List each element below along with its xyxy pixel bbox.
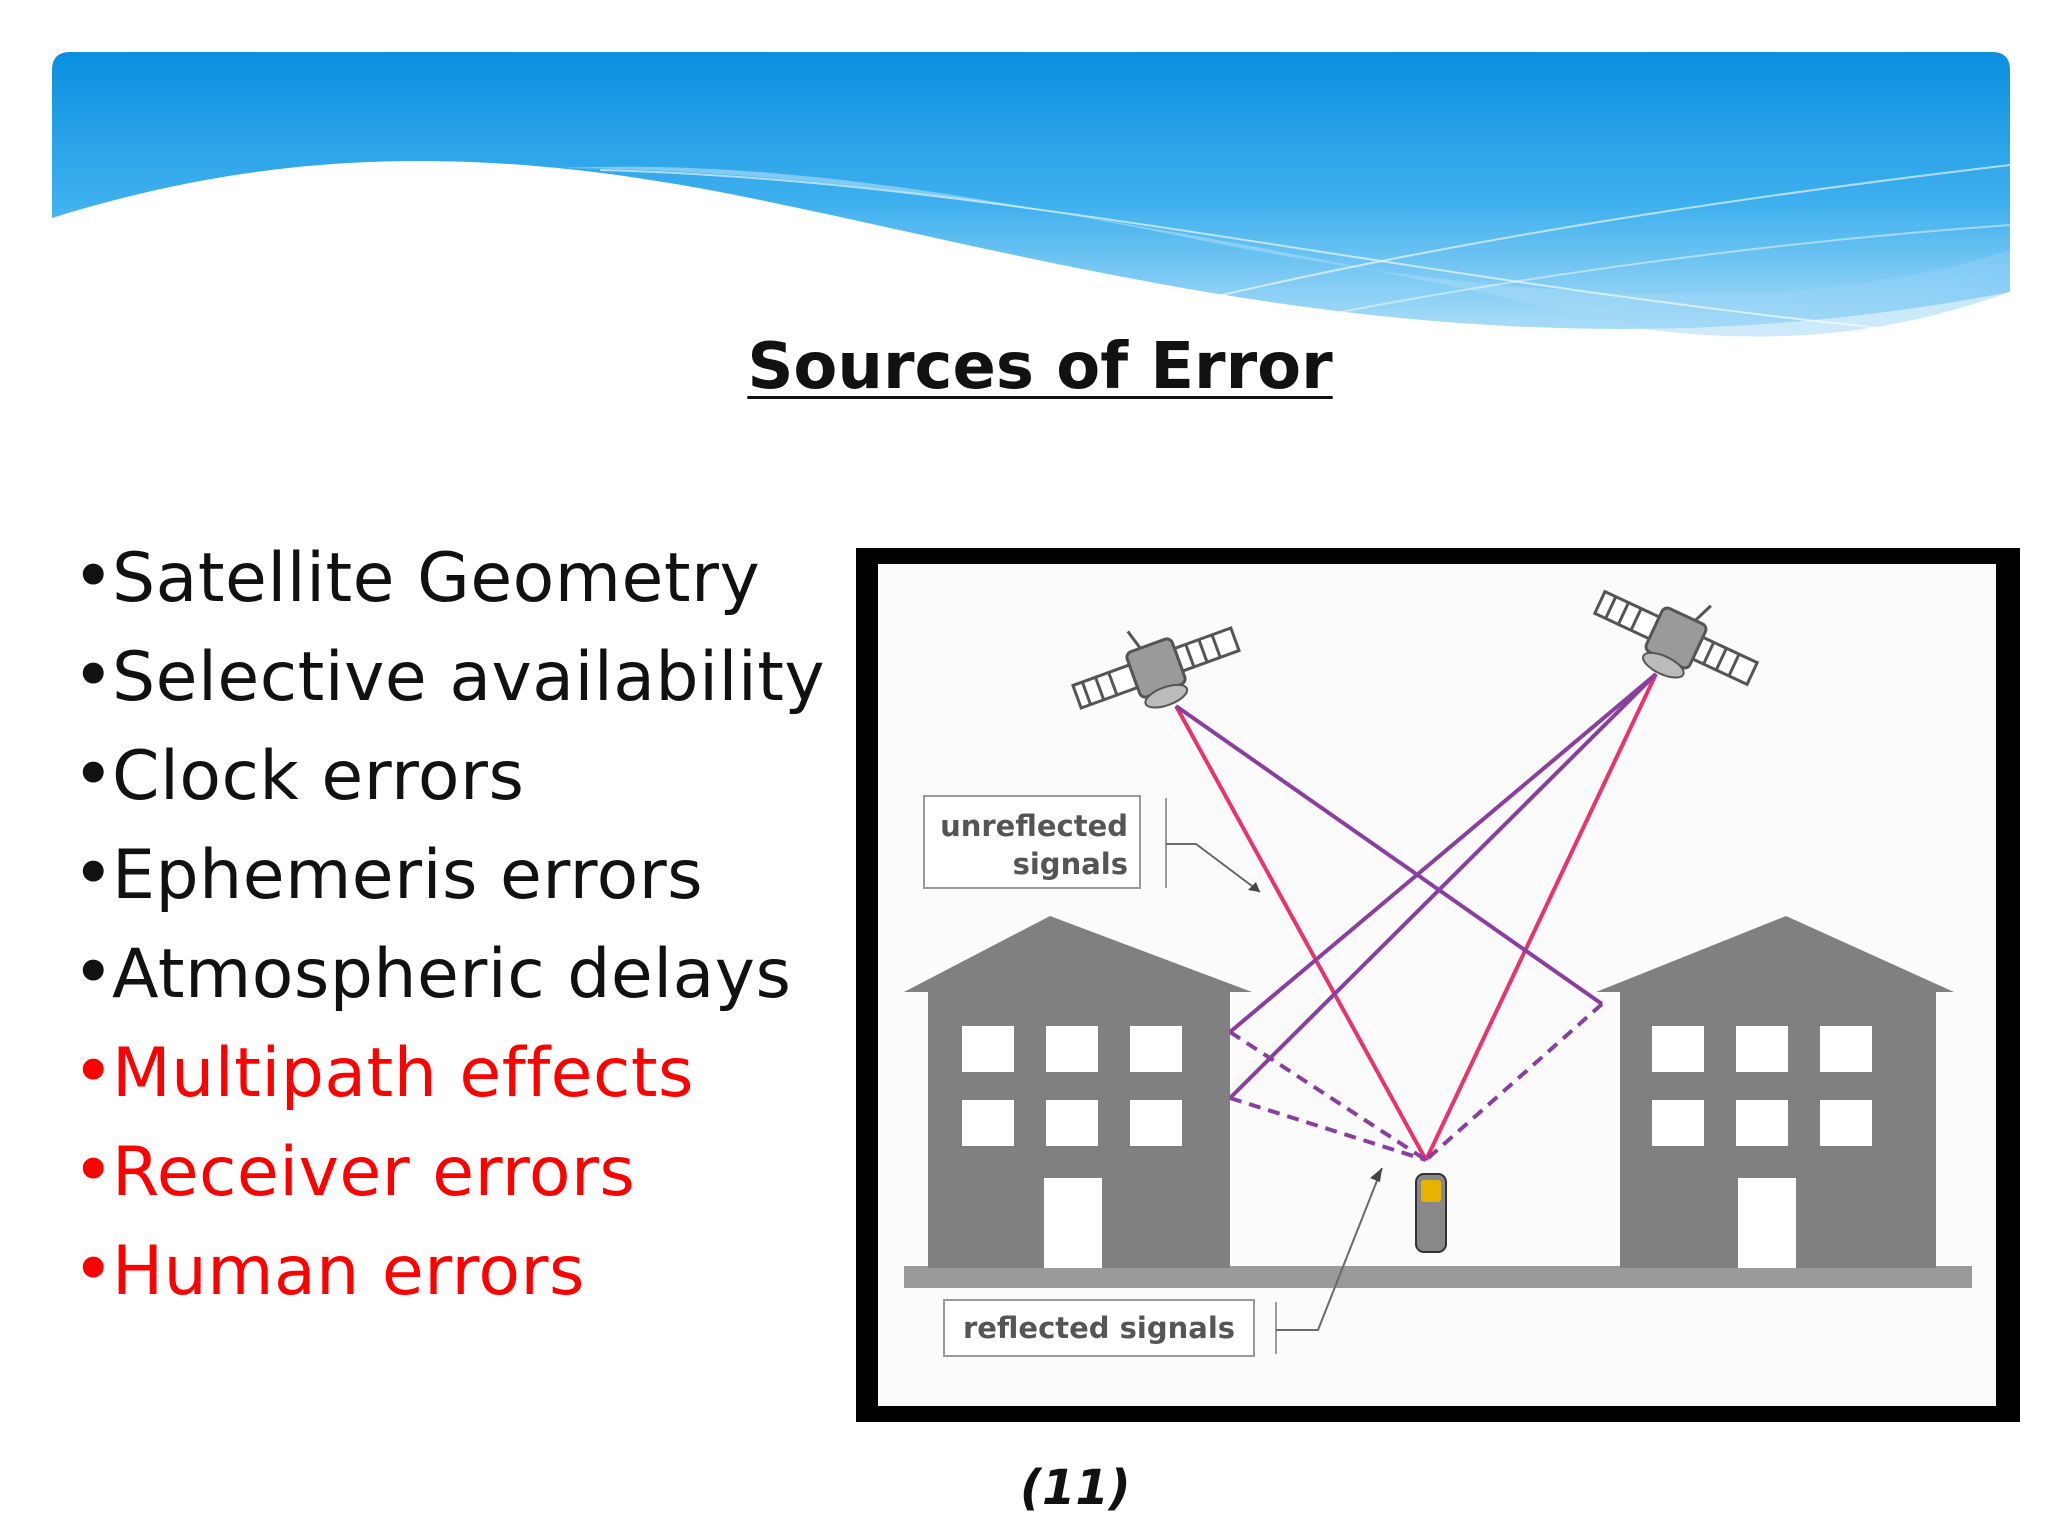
bullet-icon: •: [72, 930, 115, 1014]
bullet-item-highlight: •Multipath effects: [72, 1023, 825, 1122]
bullet-item: •Clock errors: [72, 726, 825, 825]
multipath-diagram: unreflected signals reflected signals: [856, 548, 2020, 1422]
reflected-label-text: reflected signals: [963, 1311, 1235, 1345]
bullet-item: •Ephemeris errors: [72, 825, 825, 924]
reflected-signal-dashed: [1229, 1096, 1427, 1162]
reflected-signals-label: reflected signals: [943, 1167, 1383, 1357]
bullet-text: Receiver errors: [112, 1133, 636, 1212]
building-icon: [1596, 916, 1954, 1268]
figure-caption: (11): [1020, 1460, 1131, 1516]
signal-lines: [1174, 672, 1658, 1162]
bullet-item-highlight: •Human errors: [72, 1221, 825, 1320]
bullet-icon: •: [72, 831, 115, 915]
bullet-icon: •: [72, 1029, 115, 1113]
direct-signal-right: [1424, 673, 1658, 1161]
bullet-icon: •: [72, 732, 115, 816]
reflected-signal-path: [1228, 672, 1658, 1034]
slide-title: Sources of Error: [747, 330, 1333, 404]
unreflected-label-line1: unreflected: [940, 809, 1128, 843]
bullet-text: Selective availability: [112, 638, 826, 717]
unreflected-signals-label: unreflected signals: [923, 795, 1261, 893]
reflected-signal-path: [1174, 704, 1604, 1006]
header-banner: [52, 52, 2011, 337]
bullet-icon: •: [72, 1128, 115, 1212]
bullet-text: Satellite Geometry: [112, 539, 761, 618]
satellite-icon: [1592, 589, 1760, 687]
direct-signal-left: [1174, 705, 1428, 1161]
bullet-item: •Atmospheric delays: [72, 924, 825, 1023]
bullet-text: Clock errors: [112, 737, 525, 816]
unreflected-label-line2: signals: [1013, 847, 1128, 881]
gps-receiver-icon: [1415, 1173, 1447, 1253]
bullet-list: •Satellite Geometry •Selective availabil…: [72, 528, 825, 1320]
bullet-text: Human errors: [112, 1232, 585, 1311]
bullet-text: Ephemeris errors: [112, 836, 704, 915]
bullet-icon: •: [72, 534, 115, 618]
bullet-item-highlight: •Receiver errors: [72, 1122, 825, 1221]
bullet-icon: •: [72, 1227, 115, 1311]
bullet-text: Atmospheric delays: [112, 935, 792, 1014]
reflected-signal-path: [1228, 672, 1658, 1100]
bullet-icon: •: [72, 633, 115, 717]
building-icon: [904, 916, 1252, 1268]
bullet-text: Multipath effects: [112, 1034, 694, 1113]
bullet-item: •Satellite Geometry: [72, 528, 825, 627]
satellite-icon: [1071, 626, 1241, 710]
ground-strip: [904, 1266, 1972, 1288]
bullet-item: •Selective availability: [72, 627, 825, 726]
